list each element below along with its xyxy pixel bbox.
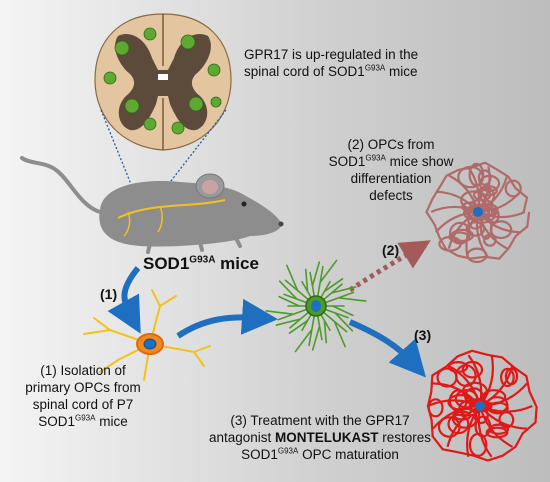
treatment-caption: (3) Treatment with the GPR17 antagonist …	[208, 413, 432, 462]
arrow-opc-to-immature	[176, 298, 278, 339]
step-2-label: (2)	[382, 242, 400, 258]
primary-opc-cell	[83, 289, 211, 381]
mouse-strain-label: SOD1G93A mice	[143, 254, 259, 273]
mouse-nose	[278, 221, 284, 227]
arrow-immature-to-healthy	[348, 319, 426, 378]
isolation-caption: (1) Isolation of primary OPCs from spina…	[25, 363, 141, 429]
glial-cells	[103, 27, 222, 135]
mouse-body	[99, 181, 282, 247]
arrow-immature-to-defect	[348, 240, 431, 293]
spinal-cord-section	[94, 13, 232, 151]
opc-defect-caption: (2) OPCs from SOD1G93A mice show differe…	[328, 137, 454, 203]
arrow-mouse-to-opc	[107, 266, 141, 334]
mouse-feet	[146, 236, 242, 254]
mature-oligodendrocyte-restored	[426, 349, 538, 462]
mouse-eye	[241, 201, 247, 207]
mouse-tail	[20, 156, 102, 214]
mouse-illustration	[20, 156, 284, 254]
step-1-label: (1)	[100, 286, 118, 302]
step-3-label: (3)	[414, 327, 432, 343]
mature-oligodendrocyte-defective	[425, 161, 531, 264]
immature-opc-cell	[265, 259, 367, 353]
gpr17-caption: GPR17 is up-regulated in the spinal cord…	[244, 47, 419, 79]
central-canal	[158, 74, 168, 80]
